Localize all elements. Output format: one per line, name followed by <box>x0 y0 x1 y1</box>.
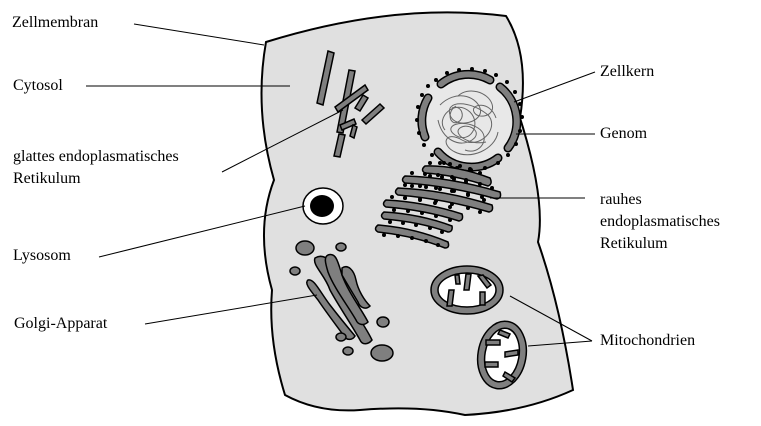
label-mitochondrien: Mitochondrien <box>600 330 695 352</box>
lysosome <box>303 188 343 224</box>
label-rauhes-er-line-3: Retikulum <box>600 233 720 255</box>
leader-zellmembran <box>134 24 264 45</box>
mitochondrion-1 <box>431 266 503 314</box>
label-lysosom: Lysosom <box>13 245 71 267</box>
label-zellmembran: Zellmembran <box>12 12 98 34</box>
label-zellkern: Zellkern <box>600 61 654 83</box>
label-cytosol: Cytosol <box>13 75 63 97</box>
label-rauhes-er-line-2: endoplasmatisches <box>600 211 720 233</box>
leader-zellkern <box>514 72 595 102</box>
label-glattes-er-line-1: glattes endoplasmatisches <box>13 146 179 168</box>
label-rauhes-er: rauhes endoplasmatisches Retikulum <box>600 189 720 255</box>
label-glattes-er: glattes endoplasmatisches Retikulum <box>13 146 179 190</box>
label-glattes-er-line-2: Retikulum <box>13 168 179 190</box>
label-golgi: Golgi-Apparat <box>14 313 107 335</box>
label-rauhes-er-line-1: rauhes <box>600 189 720 211</box>
label-genom: Genom <box>600 123 647 145</box>
